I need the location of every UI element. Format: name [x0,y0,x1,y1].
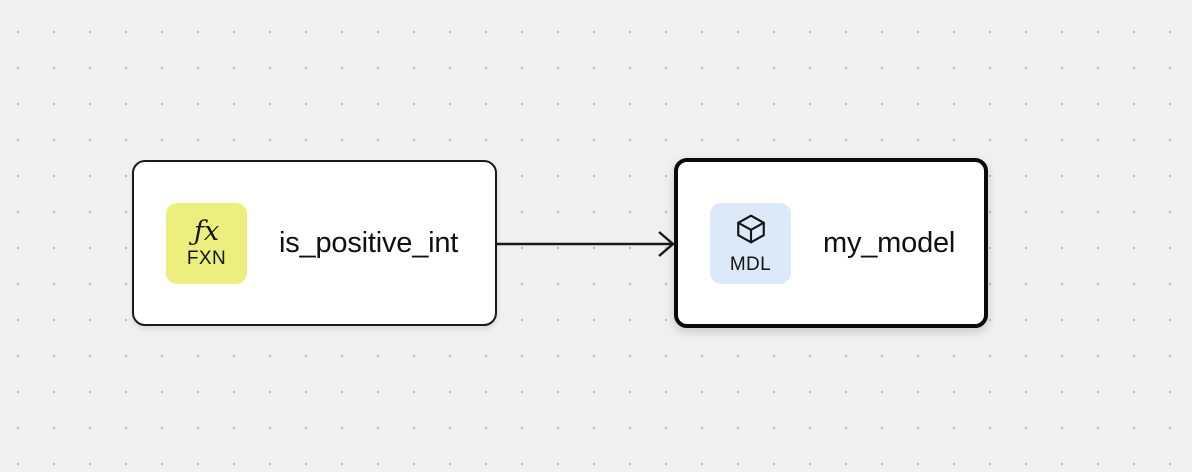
node-title: is_positive_int [279,226,459,259]
node-title: my_model [823,226,956,259]
cube-icon [734,212,768,251]
graph-node-is-positive-int[interactable]: ƒx FXN is_positive_int [132,160,497,326]
node-type-label: FXN [186,248,227,269]
edge-fxn-to-mdl[interactable] [497,231,675,257]
node-type-badge-mdl: MDL [710,202,791,284]
graph-node-my-model[interactable]: MDL my_model [674,158,988,328]
node-type-label: MDL [729,254,772,275]
node-type-badge-fxn: ƒx FXN [166,202,247,284]
function-icon: ƒx [193,216,220,247]
arrowhead-icon [658,231,675,257]
